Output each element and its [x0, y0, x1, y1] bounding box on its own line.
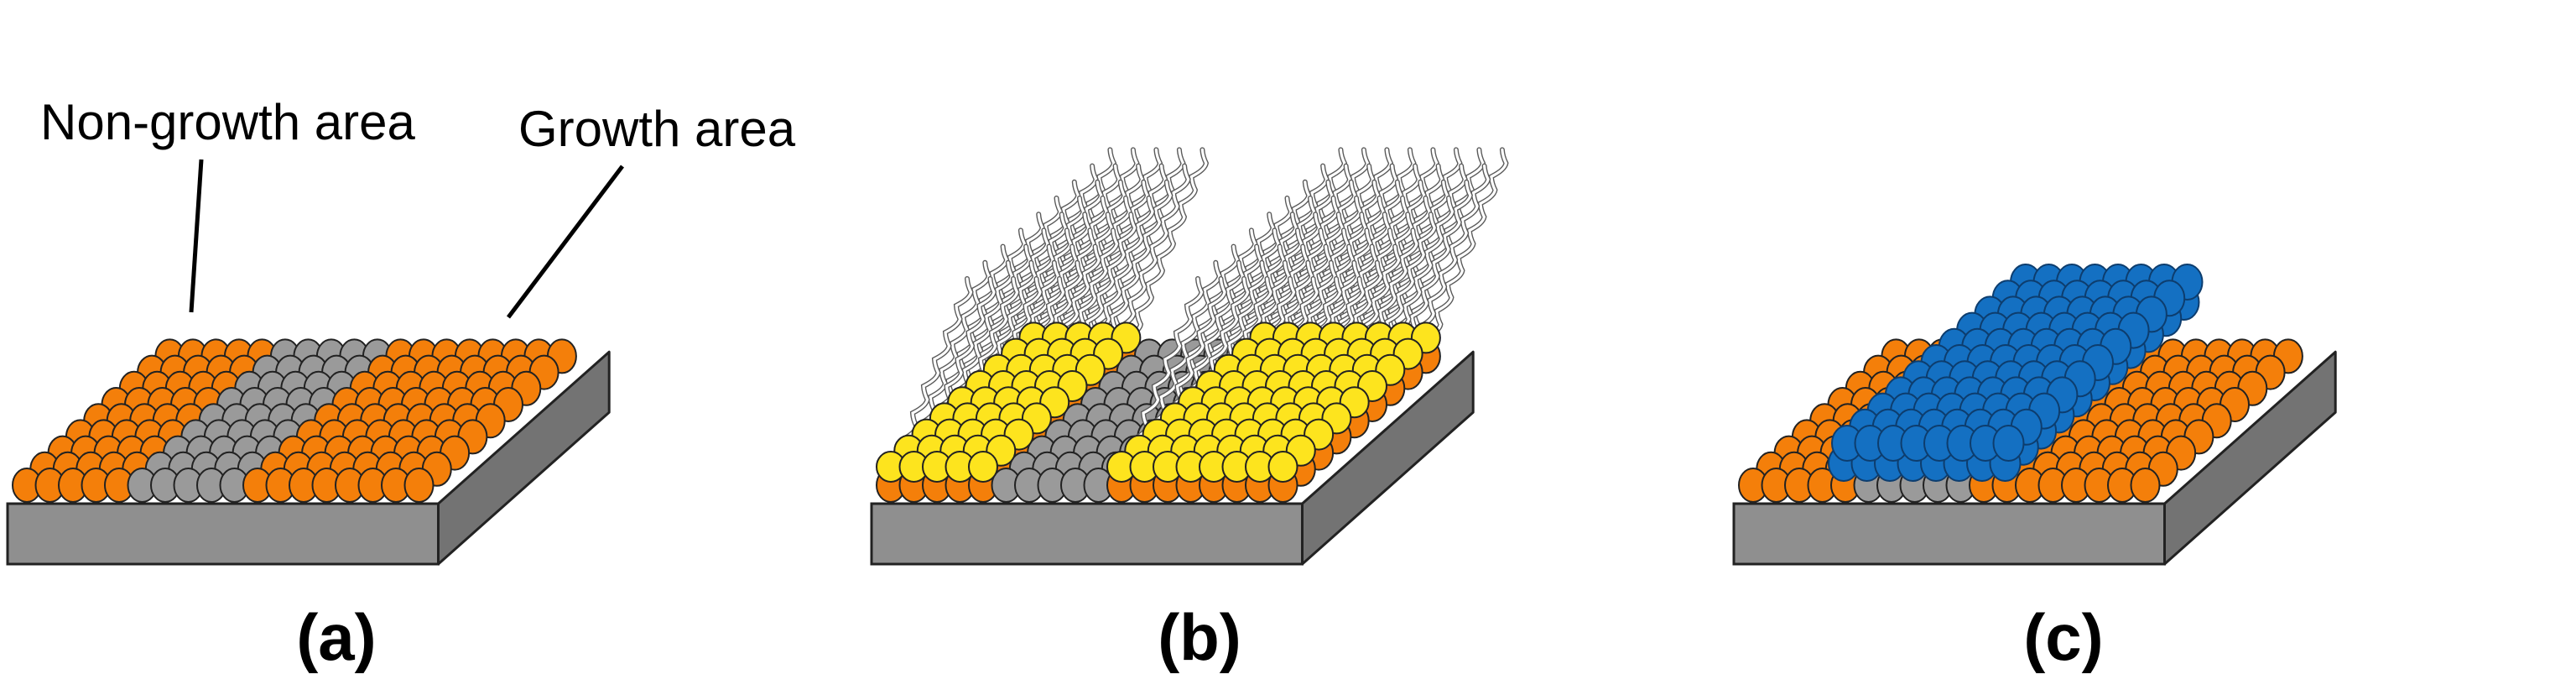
panel-a: Non-growth area Growth area (a): [6, 94, 796, 674]
panel-b: (b): [870, 147, 1509, 674]
panel-c-caption: (c): [2023, 600, 2103, 674]
panel-c: (c): [1732, 264, 2337, 674]
panel-a-substrate: [6, 350, 611, 566]
panel-c-deposited-film: [1828, 264, 2204, 482]
substrate-front-face: [1732, 502, 2166, 566]
monolayer-chain: [1078, 148, 1162, 339]
panel-a-surface-atoms: [12, 338, 577, 503]
monolayer-chain: [1124, 148, 1208, 339]
substrate-front-face: [870, 502, 1304, 566]
substrate-front-face: [6, 502, 440, 566]
monolayer-head-group: [968, 451, 998, 483]
monolayer-chain: [1401, 148, 1485, 339]
panel-a-callouts: Non-growth area Growth area: [40, 94, 796, 319]
panel-c-substrate: [1732, 350, 2337, 566]
surface-atom: [2130, 468, 2161, 503]
surface-atom: [403, 468, 435, 503]
deposited-film-atom: [1992, 425, 2025, 462]
monolayer-head-group: [1267, 451, 1298, 483]
monolayer-chain: [1101, 148, 1185, 339]
non-growth-area-label: Non-growth area: [40, 94, 416, 150]
growth-area-label: Growth area: [518, 101, 796, 157]
monolayer-chain: [1378, 148, 1462, 339]
panel-b-caption: (b): [1158, 600, 1241, 674]
panel-a-caption: (a): [296, 600, 376, 674]
non-growth-pointer: [189, 159, 204, 313]
growth-pointer: [507, 165, 624, 319]
panel-b-monolayer-heads: [876, 321, 1441, 483]
panel-b-substrate: [870, 350, 1475, 566]
monolayer-chain: [1424, 148, 1508, 339]
